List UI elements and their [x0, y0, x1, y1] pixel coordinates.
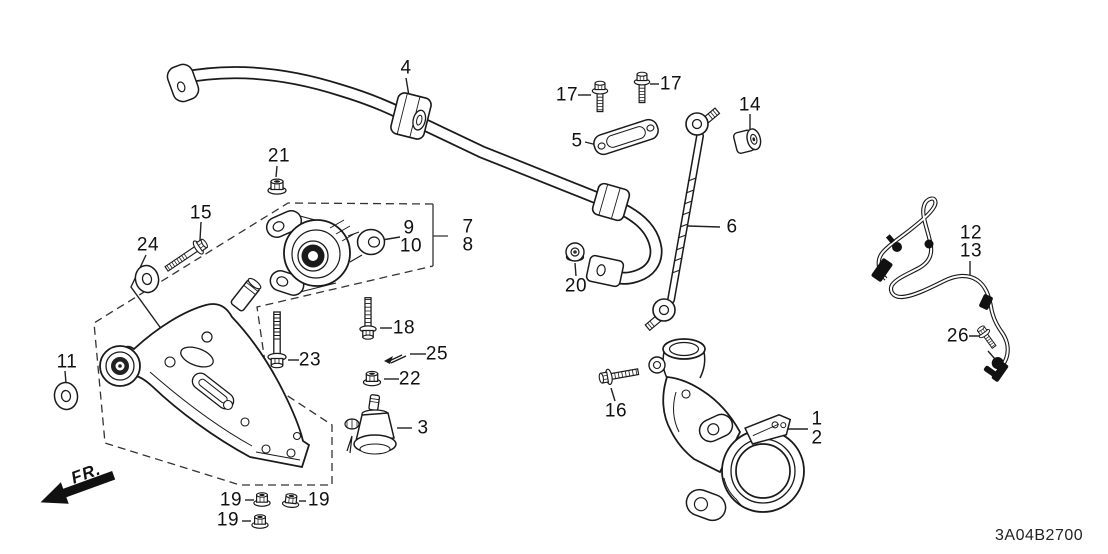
callout-21: 21	[267, 145, 291, 167]
callout-11: 11	[56, 351, 78, 373]
callout-19-b: 19	[307, 489, 331, 511]
assembly-dashed-outline	[93, 202, 448, 486]
ball-joint-3	[344, 394, 397, 455]
bushing-14	[732, 128, 762, 154]
flange-nut-21	[267, 178, 287, 195]
callout-2: 2	[811, 427, 823, 449]
fr-direction-arrow	[40, 470, 116, 504]
stabilizer-bar	[166, 63, 663, 285]
callout-10: 10	[399, 235, 423, 257]
stabilizer-bushing-4	[390, 92, 432, 140]
flange-bolt-17-right	[633, 71, 651, 104]
self-lock-nut-19-a	[253, 492, 271, 507]
callout-26: 26	[946, 325, 970, 347]
clip-25	[384, 354, 407, 364]
callout-7: 7	[462, 216, 474, 238]
callout-24: 24	[136, 234, 160, 256]
bolt-23	[267, 311, 287, 369]
callout-12: 12	[959, 222, 983, 244]
callout-18: 18	[392, 317, 416, 339]
callout-14: 14	[738, 94, 762, 116]
callout-15: 15	[189, 202, 213, 224]
callout-22: 22	[398, 368, 422, 390]
washer-11	[51, 380, 81, 412]
self-lock-nut-19-b	[281, 492, 301, 509]
callout-19-a: 19	[219, 489, 243, 511]
self-lock-nut-19-c	[251, 514, 269, 529]
bolt-16	[597, 363, 641, 387]
bolt-18	[359, 297, 377, 340]
callout-6: 6	[726, 216, 738, 238]
stabilizer-link	[644, 107, 721, 332]
callout-5: 5	[571, 130, 583, 152]
knuckle-bracket-2	[744, 413, 792, 445]
callout-4: 4	[400, 57, 412, 79]
lower-control-arm	[99, 277, 311, 469]
callout-17-right: 17	[659, 73, 683, 95]
callout-19-c: 19	[216, 509, 240, 531]
arm-pivot-stud	[230, 277, 262, 312]
abs-wheel-sensor	[871, 196, 1010, 382]
stabilizer-bar-end	[166, 63, 200, 103]
steering-knuckle	[648, 338, 805, 522]
leader-lines	[64, 77, 1003, 522]
callout-8: 8	[462, 234, 474, 256]
arm-bushing-assembly	[265, 209, 386, 296]
callout-3: 3	[417, 417, 429, 439]
callout-13: 13	[959, 240, 983, 262]
stabilizer-bushing-installed	[585, 182, 631, 288]
callout-25: 25	[425, 343, 449, 365]
callout-9: 9	[403, 217, 415, 239]
flange-bolt-17-left	[591, 80, 609, 113]
nut-20	[565, 242, 585, 262]
abs-sensor-tip	[983, 357, 1009, 382]
callout-16: 16	[604, 400, 628, 422]
callout-17-left: 17	[555, 84, 579, 106]
diagram-code: 3A04B2700	[995, 527, 1084, 544]
stabilizer-bracket-5	[593, 118, 659, 156]
sensor-bolt-26	[974, 323, 1000, 352]
bolt-15	[161, 235, 211, 276]
washer-24	[132, 262, 162, 296]
callout-23: 23	[298, 349, 322, 371]
callout-1: 1	[811, 408, 823, 430]
callout-20: 20	[564, 275, 588, 297]
lock-nut-22	[362, 370, 382, 387]
